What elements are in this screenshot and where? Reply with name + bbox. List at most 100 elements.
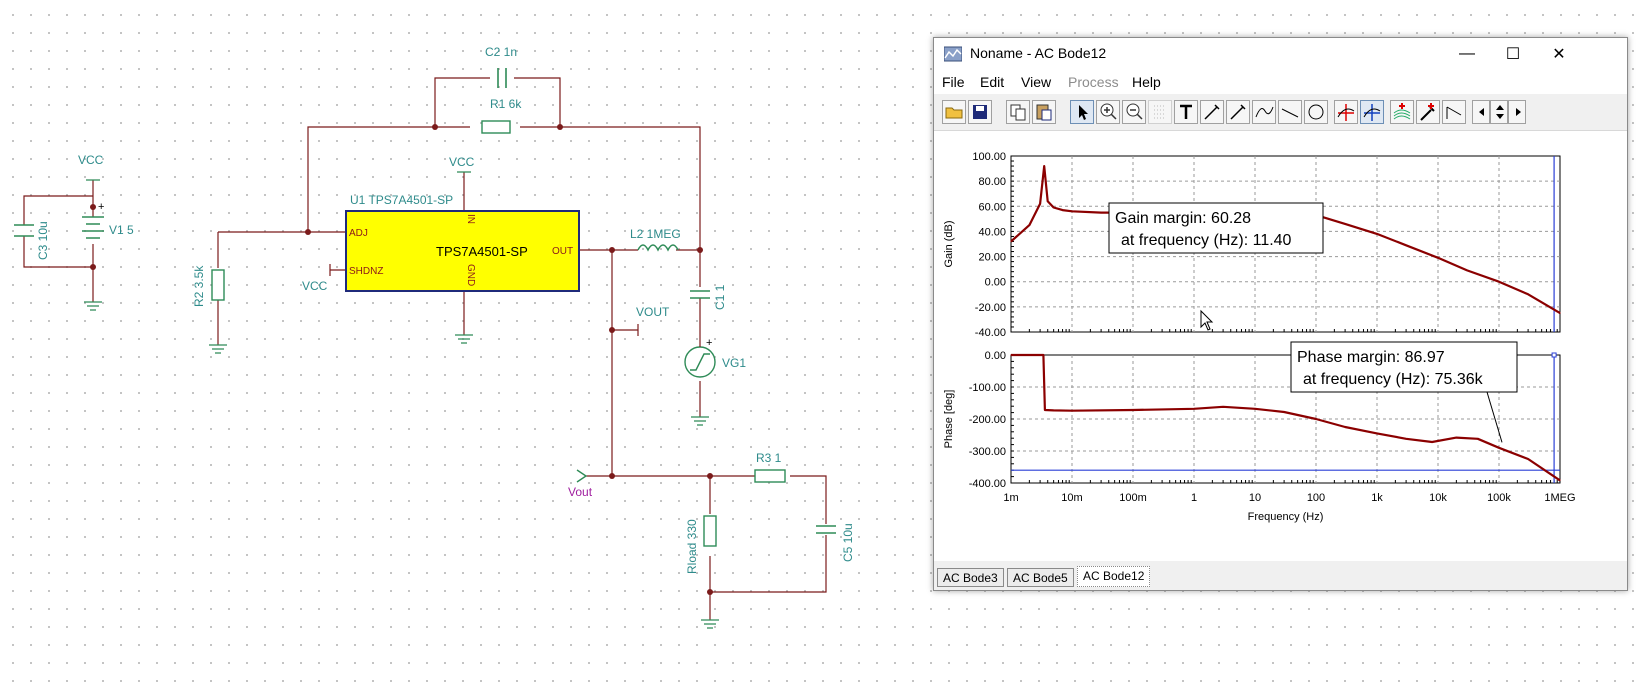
x-tick-label: 100 [1307,492,1325,504]
paste-icon[interactable] [1032,100,1056,124]
open-icon[interactable] [942,100,966,124]
text-icon[interactable] [1174,100,1198,124]
r1-label: R1 6k [490,97,522,111]
ic-ref-label: U1 TPS7A4501-SP [350,193,453,207]
tab-ac-bode3[interactable]: AC Bode3 [937,568,1004,587]
circle-icon[interactable] [1304,100,1328,124]
vcc-label-v1: VCC [78,153,104,167]
data-point [1559,479,1561,482]
toolbar [934,94,1627,131]
data-point [1376,233,1378,235]
x-tick-label: 10k [1429,492,1447,504]
save-icon[interactable] [968,100,992,124]
data-point [1071,210,1073,212]
data-point [1455,436,1457,439]
data-point [1559,312,1561,314]
pin-adj-label: ADJ [349,228,368,239]
add-series-icon[interactable] [1390,100,1414,124]
data-point [1044,409,1046,411]
pin-in-label: IN [465,214,476,224]
tab-ac-bode5[interactable]: AC Bode5 [1007,568,1074,587]
cursor-b-handle [1551,352,1557,358]
y-tick-label: 80.00 [978,176,1006,188]
c3-label: C3 10u [36,221,50,260]
annotation-line1: Gain margin: 60.28 [1115,210,1251,227]
scroll-updown-icon[interactable] [1490,100,1508,124]
data-point [1477,438,1479,440]
eyedropper-icon[interactable] [1416,100,1440,124]
data-point [1376,432,1378,434]
pen-b-icon[interactable] [1226,100,1250,124]
plot-frame-0 [1010,155,1561,333]
maximize-button[interactable]: ☐ [1505,46,1521,63]
scroll-right-icon[interactable] [1508,100,1526,124]
data-point [1028,224,1030,226]
menu-file[interactable]: File [942,74,965,90]
line-icon[interactable] [1278,100,1302,124]
data-point [1527,458,1529,460]
tab-ac-bode12[interactable]: AC Bode12 [1077,566,1151,587]
annotation-line1: Phase margin: 86.97 [1297,349,1445,366]
select-arrow-icon[interactable] [1070,100,1094,124]
data-point [1043,165,1045,167]
menu-view[interactable]: View [1021,74,1052,90]
menu-help[interactable]: Help [1132,74,1161,90]
c1-label: C1 1 [713,284,727,310]
title-bar[interactable]: Noname - AC Bode12 — ☐ ✕ [934,38,1627,70]
cursor-b-icon[interactable] [1360,100,1384,124]
menu-edit[interactable]: Edit [980,74,1005,90]
close-button[interactable]: ✕ [1552,46,1566,63]
data-point [1132,409,1134,411]
c2-label: C2 1n [485,45,517,59]
data-point [1010,240,1012,243]
data-point [1028,354,1030,356]
y-tick-label: -40.00 [975,327,1006,339]
x-tick-label: 1 [1191,492,1197,504]
vg1-plus-sign: + [706,337,712,349]
zoom-out-icon[interactable] [1122,100,1146,124]
curve-icon[interactable] [1252,100,1276,124]
y-tick-label: 60.00 [978,201,1006,213]
y-tick-label: 0.00 [985,277,1006,289]
pin-shdnz-label: SHDNZ [349,266,383,277]
vout-label: VOUT [636,305,670,319]
data-point [1061,209,1064,211]
x-tick-label: 1MEG [1544,492,1575,504]
y-tick-label: -100.00 [969,382,1006,394]
ic-body[interactable] [345,210,580,292]
vout-port-label: Vout [568,485,593,499]
data-point [1053,409,1055,411]
x-axis-label: Frequency (Hz) [1248,511,1324,523]
slope-icon[interactable] [1442,100,1466,124]
minimize-button[interactable]: — [1459,45,1475,62]
zoom-in-icon[interactable] [1096,100,1120,124]
data-point [1344,426,1346,428]
pin-gnd-label: GND [465,264,476,286]
annotation-line2: at frequency (Hz): 11.40 [1121,232,1292,249]
pen-a-icon[interactable] [1200,100,1224,124]
y-tick-label: -300.00 [969,446,1006,458]
annotation-line2: at frequency (Hz): 75.36k [1303,371,1484,388]
data-point [1498,281,1500,283]
grid-icon[interactable] [1148,100,1172,124]
c5-label: C5 10u [841,523,855,562]
data-point [1222,406,1224,408]
r3-label: R3 1 [756,451,782,465]
bode-window[interactable]: Noname - AC Bode12 — ☐ ✕ File Edit View … [933,37,1628,591]
data-point [1498,447,1500,449]
copy-icon[interactable] [1006,100,1030,124]
ic-name-label: TPS7A4501-SP [436,244,528,259]
y-tick-label: 0.00 [985,350,1006,362]
menu-process[interactable]: Process [1068,74,1119,90]
y-tick-label: 40.00 [978,226,1006,238]
mouse-cursor-icon [1200,309,1214,331]
cursor-a-icon[interactable] [1334,100,1358,124]
scroll-left-icon[interactable] [1472,100,1490,124]
schematic-canvas[interactable]: VCC VCC VCC U1 TPS7A4501-SP TPS7A4501-SP… [0,0,930,691]
data-point [1100,211,1102,214]
window-title: Noname - AC Bode12 [970,45,1107,61]
data-point [1047,200,1049,202]
data-point [1431,441,1433,443]
bode-plot-svg[interactable]: 100.0080.0060.0040.0020.000.00-20.00-40.… [934,131,1627,561]
